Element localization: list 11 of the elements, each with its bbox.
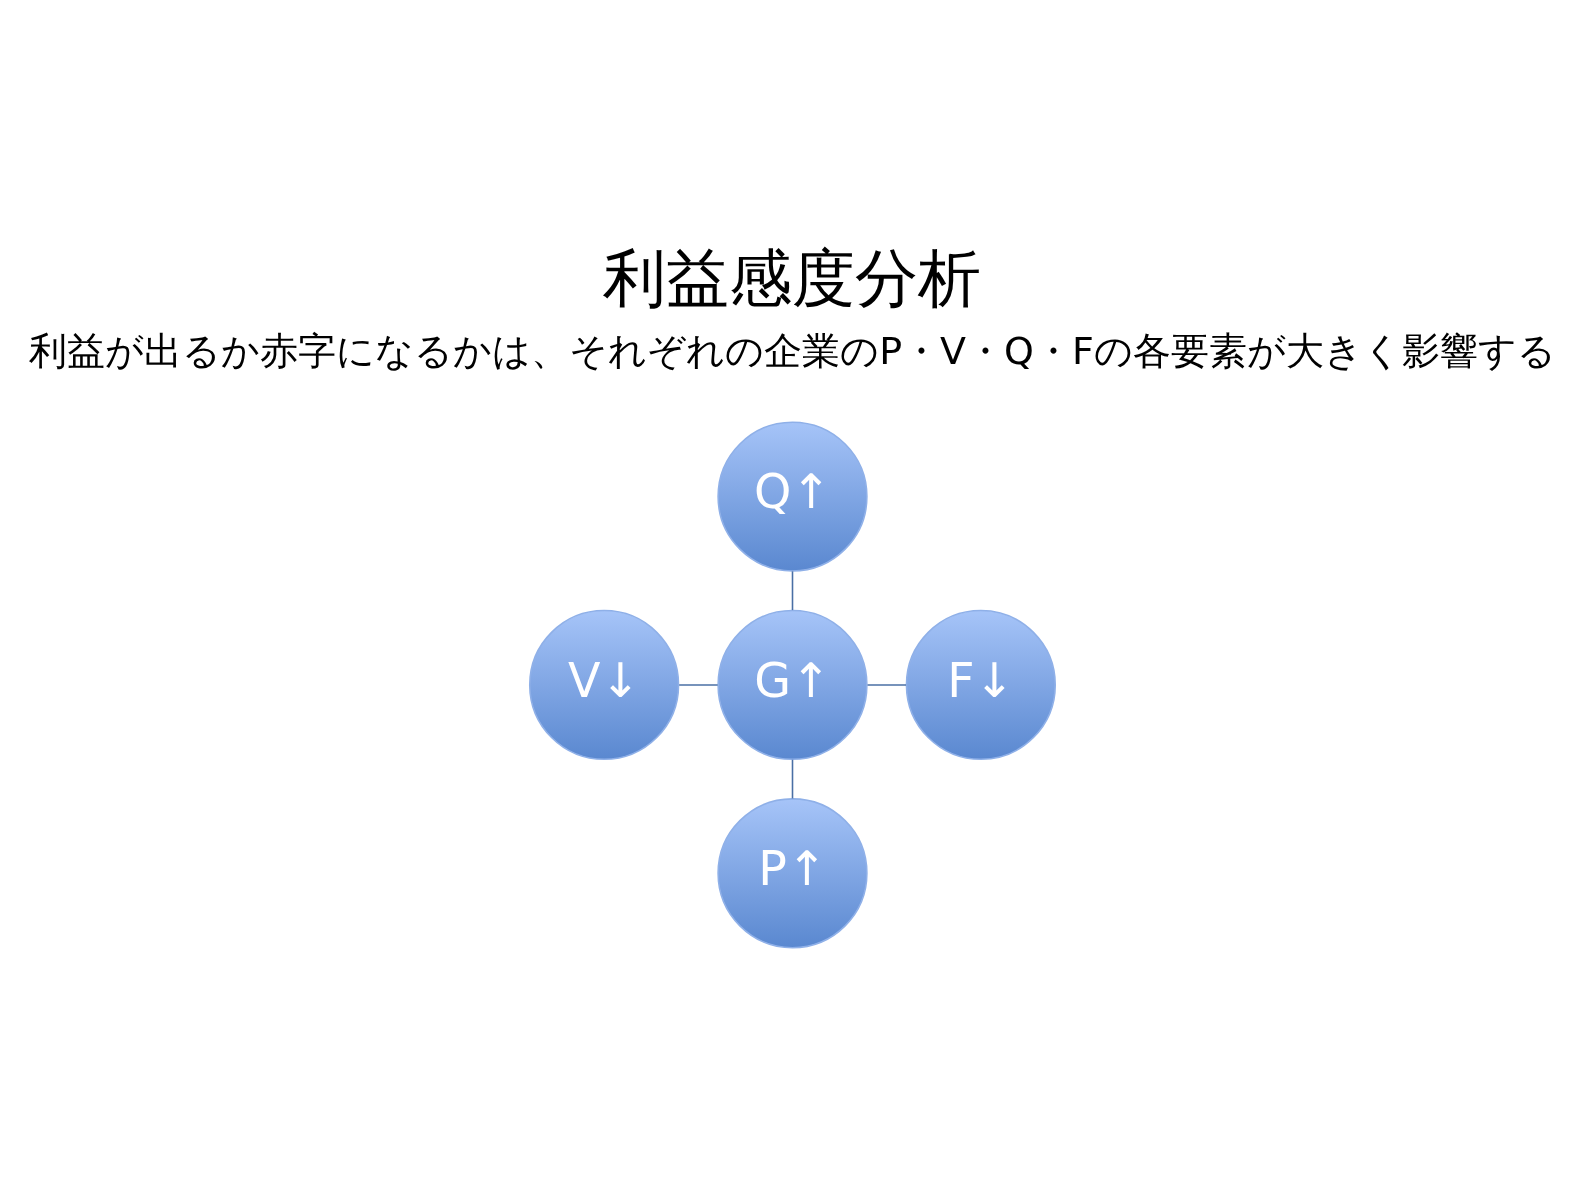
node-circle: G↑	[717, 609, 868, 760]
node-circle: F↓	[905, 609, 1057, 760]
connector	[791, 570, 794, 611]
node-circle: P↑	[717, 797, 868, 948]
diagram-title: 利益感度分析	[603, 240, 982, 315]
label: 利益が出るか赤字になるかは、それぞれの企業のP・V・Q・Fの各要素が大きく影響する	[29, 328, 1556, 373]
connector	[791, 758, 794, 799]
node-circle: Q↑	[717, 420, 868, 572]
connector	[678, 683, 719, 686]
connector	[866, 683, 907, 686]
node-circle: V↓	[528, 609, 680, 760]
